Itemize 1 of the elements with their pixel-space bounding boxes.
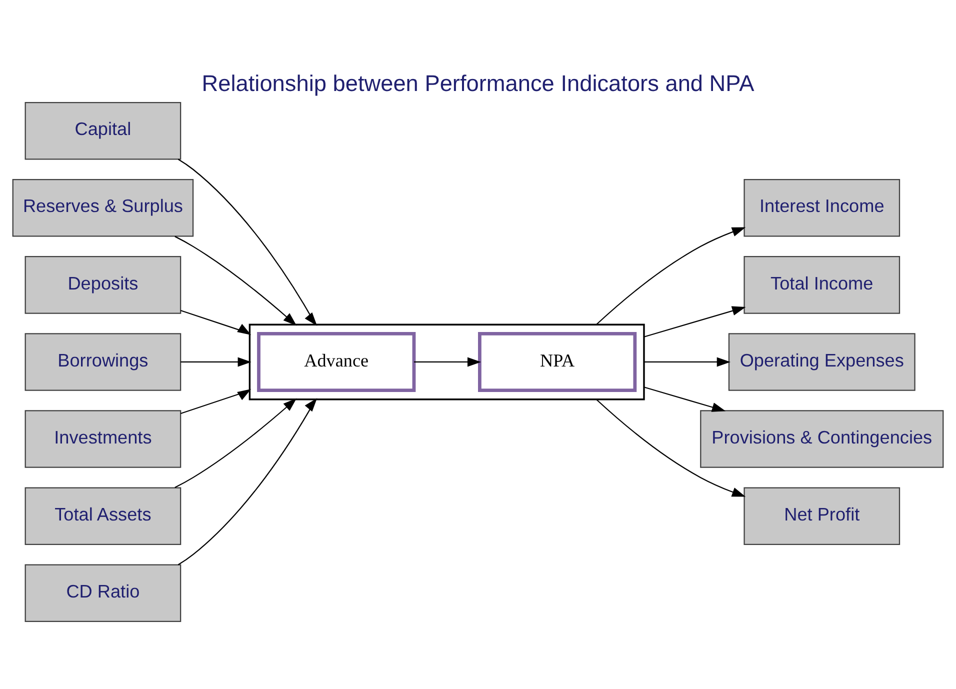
diagram-title: Relationship between Performance Indicators and NPA xyxy=(202,70,754,96)
